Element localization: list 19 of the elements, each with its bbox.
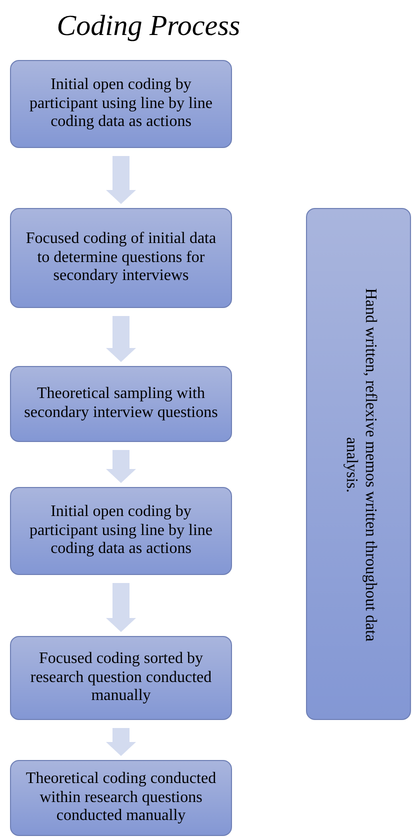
box-text: Initial open coding by participant using line by line coding data as actions — [28, 76, 214, 132]
process-box — [10, 208, 232, 308]
box-text: Initial open coding by participant using line by line coding data as actions — [28, 502, 214, 560]
block-arrow — [106, 156, 136, 204]
process-box — [10, 760, 232, 836]
box-text: Focused coding of initial data to determine questions for secondary interviews — [24, 230, 218, 286]
process-box — [10, 366, 232, 442]
process-box — [10, 60, 232, 148]
box-text: Focused coding sorted by research question conducted manually — [29, 650, 213, 706]
diagram-title: Coding Process — [56, 10, 242, 43]
block-arrow — [106, 316, 136, 362]
block-arrow — [106, 450, 136, 483]
process-box — [10, 636, 232, 720]
box-text: Hand written, reflexive memos written throughout data analysis. — [342, 287, 378, 644]
memo-bar — [306, 208, 411, 720]
box-text: Theoretical sampling with secondary interview questions — [23, 385, 219, 423]
process-box — [10, 487, 232, 575]
box-text: Theoretical coding conducted within research questions conducted manually — [24, 770, 218, 826]
block-arrow — [106, 583, 136, 632]
